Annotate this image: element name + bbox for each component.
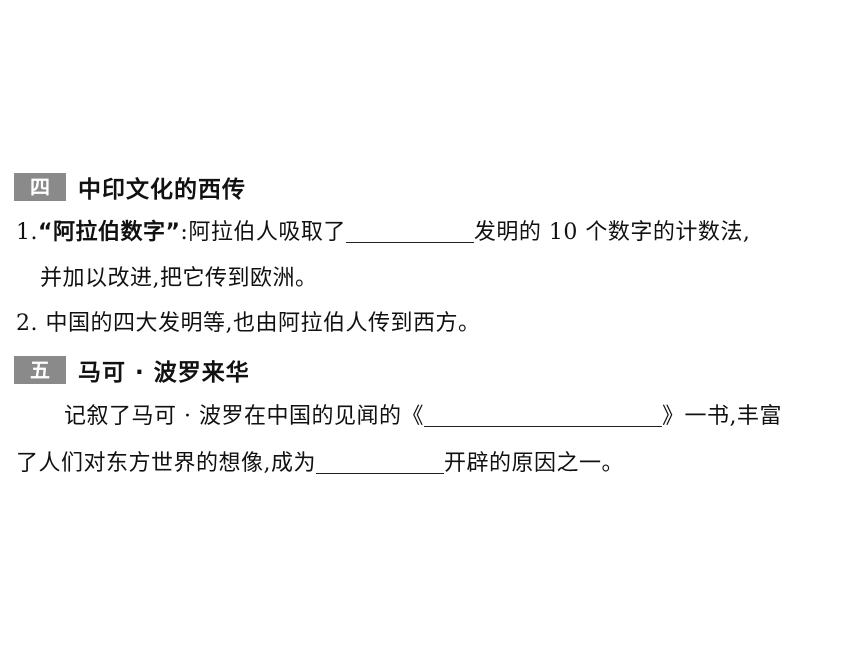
item-2: 2. 中国的四大发明等,也由阿拉伯人传到西方。 <box>16 311 481 336</box>
blank-1[interactable] <box>345 216 474 243</box>
item-1-text-b: 发明的 10 个数字的计数法, <box>473 220 751 245</box>
item-1-line-2: 并加以改进,把它传到欧洲。 <box>40 266 318 291</box>
para-text-a: 记叙了马可 · 波罗在中国的见闻的《 <box>64 404 424 429</box>
item-1-line-1: 1.“阿拉伯数字”:阿拉伯人吸取了 发明的 10 个数字的计数法, <box>16 216 750 250</box>
item-1-colon: : <box>180 220 189 245</box>
section-5-para-line-1: 记叙了马可 · 波罗在中国的见闻的《 》一书,丰富 <box>64 400 782 434</box>
section-5-number: 五 <box>14 356 66 384</box>
section-4-number: 四 <box>14 173 66 201</box>
section-5-header: 五 马可 · 波罗来华 <box>14 355 250 386</box>
blank-2[interactable] <box>316 447 444 474</box>
blank-book-title[interactable] <box>423 400 662 427</box>
item-1-term: “阿拉伯数字” <box>38 220 181 245</box>
section-5-title: 马可 · 波罗来华 <box>78 360 250 386</box>
para-text-b: 》一书,丰富 <box>661 404 782 429</box>
item-1-text-a: 阿拉伯人吸取了 <box>188 220 346 245</box>
para-text-c: 了人们对东方世界的想像,成为 <box>16 451 316 476</box>
para-text-d: 开辟的原因之一。 <box>444 451 625 476</box>
section-5-para-line-2: 了人们对东方世界的想像,成为 开辟的原因之一。 <box>16 447 624 481</box>
section-4-header: 四 中印文化的西传 <box>14 172 246 203</box>
section-4-title: 中印文化的西传 <box>78 177 246 203</box>
item-1-label: 1. <box>16 220 38 245</box>
